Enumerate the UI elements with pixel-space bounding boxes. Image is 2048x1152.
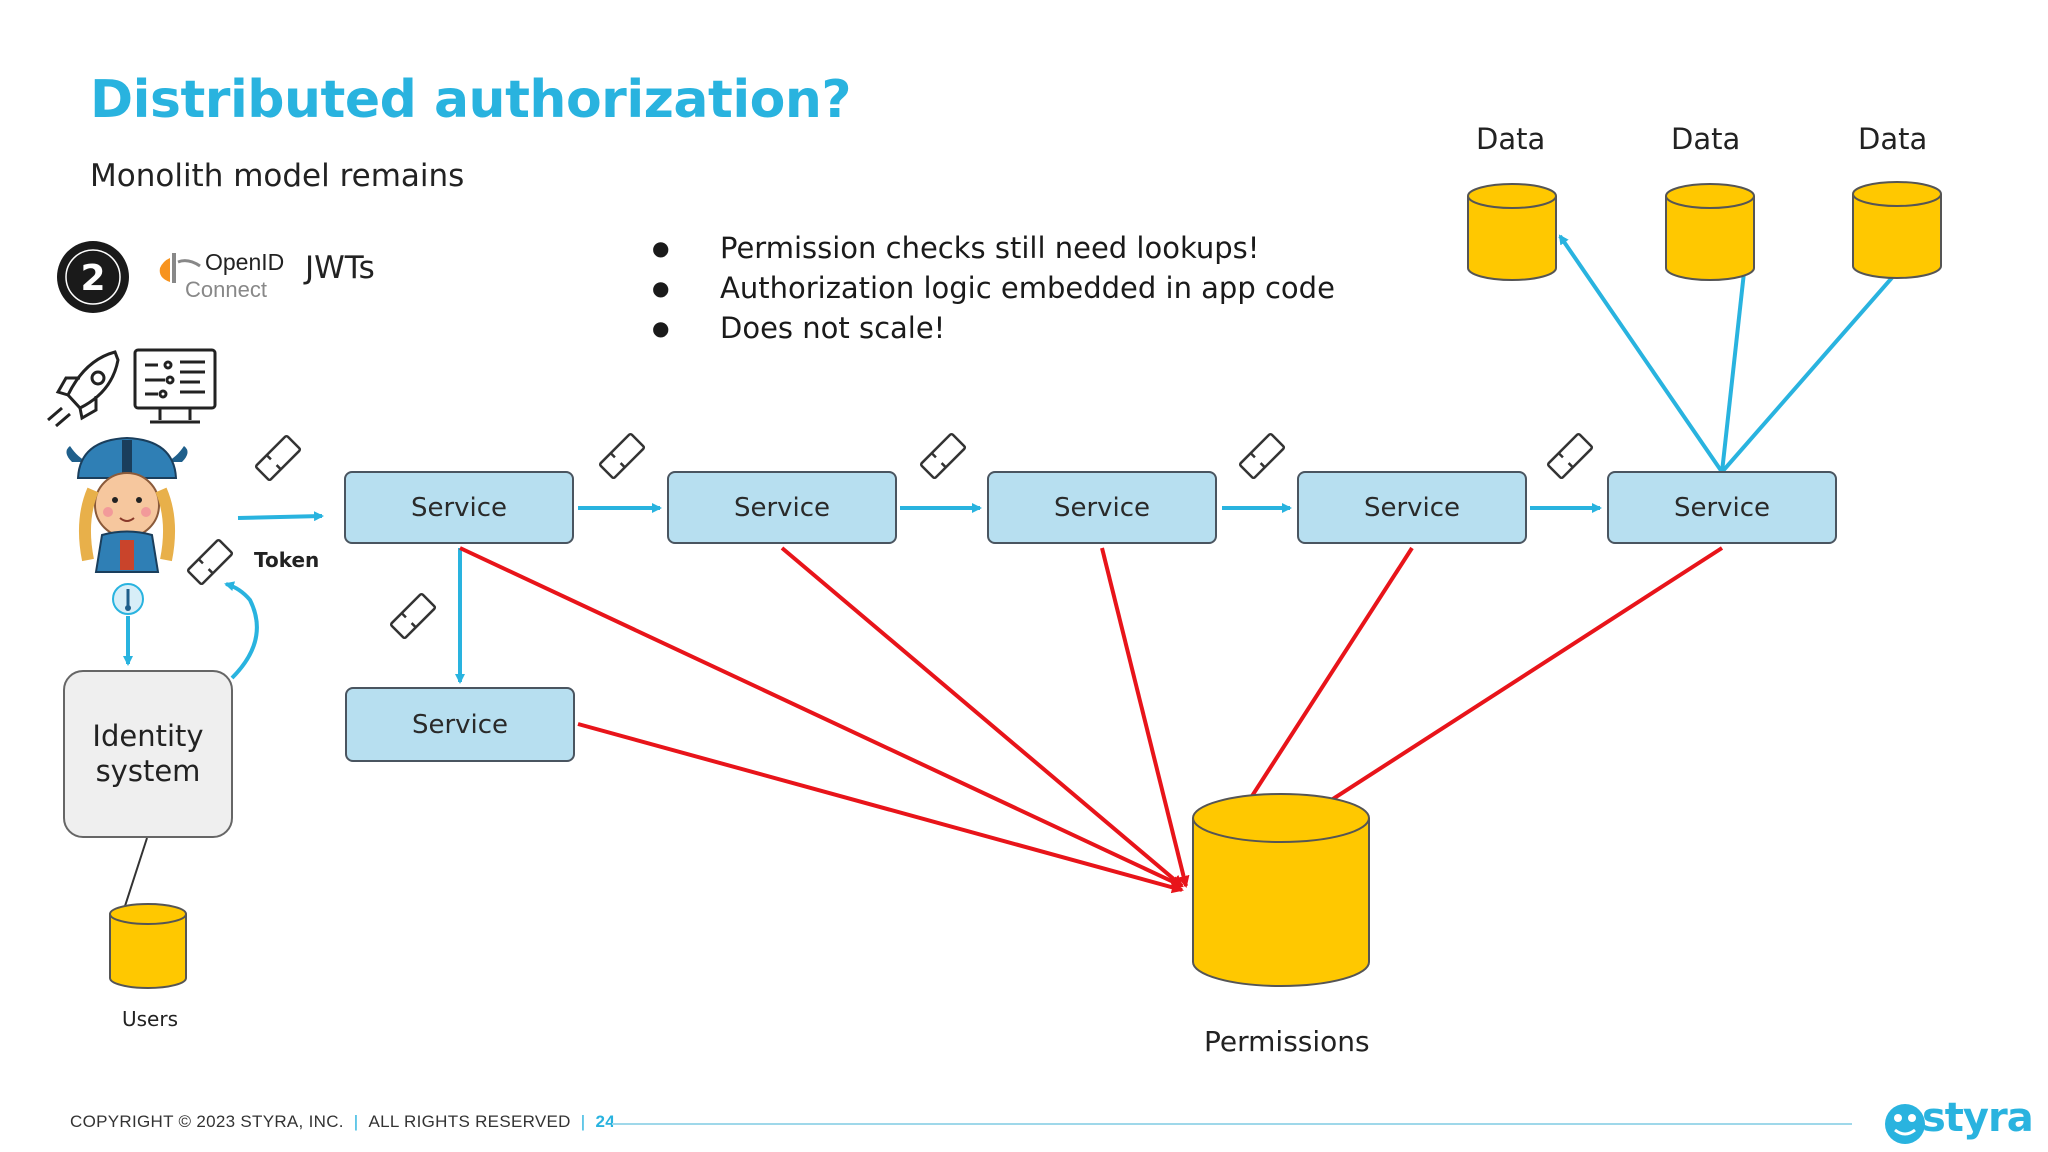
slide-subtitle: Monolith model remains — [90, 158, 465, 194]
key-icon — [112, 583, 144, 615]
service-box: Service — [1297, 471, 1527, 544]
copyright-text: COPYRIGHT © 2023 STYRA, INC. — [70, 1112, 344, 1131]
token-ticket-icon — [254, 434, 302, 482]
data-label: Data — [1858, 122, 1928, 156]
identity-system-label: Identity system — [92, 719, 204, 788]
bullet-list: Permission checks still need lookups! Au… — [650, 228, 1335, 348]
permissions-label: Permissions — [1204, 1025, 1370, 1058]
permissions-database — [1192, 793, 1370, 987]
openid-icon — [159, 253, 201, 283]
page-number: 24 — [595, 1112, 615, 1131]
users-label: Users — [122, 1007, 179, 1031]
data-database — [1665, 183, 1755, 281]
service-box: Service — [667, 471, 897, 544]
service-box: Service — [344, 471, 574, 544]
bullet-item: Permission checks still need lookups! — [650, 228, 1335, 268]
token-ticket-icon — [1546, 432, 1594, 480]
permission-arrows — [459, 546, 1724, 894]
monitor-icon — [133, 348, 217, 424]
viking-mascot-icon — [66, 436, 188, 573]
identity-system-box: Identity system — [63, 670, 233, 838]
data-label: Data — [1671, 122, 1741, 156]
jwts-label: JWTs — [305, 250, 375, 286]
bullet-item: Does not scale! — [650, 308, 1335, 348]
token-ticket-icon — [919, 432, 967, 480]
openid-connect-label: Connect — [185, 277, 267, 302]
data-label: Data — [1476, 122, 1546, 156]
service-box: Service — [1607, 471, 1837, 544]
oauth2-icon: 2 — [57, 241, 129, 313]
bullet-item: Authorization logic embedded in app code — [650, 268, 1335, 308]
footer: COPYRIGHT © 2023 STYRA, INC.|ALL RIGHTS … — [70, 1112, 615, 1131]
token-ticket-icon — [1238, 432, 1286, 480]
service-box: Service — [987, 471, 1217, 544]
token-label: Token — [254, 548, 320, 572]
service-box: Service — [345, 687, 575, 762]
data-database — [1467, 183, 1557, 281]
users-database — [109, 903, 187, 989]
data-database — [1852, 181, 1942, 279]
openid-label: OpenID — [205, 249, 285, 275]
oauth2-number: 2 — [80, 258, 105, 299]
token-ticket-icon — [598, 432, 646, 480]
token-ticket-icon — [186, 538, 234, 586]
rights-text: ALL RIGHTS RESERVED — [368, 1112, 571, 1131]
rocket-icon — [47, 350, 120, 428]
slide-title: Distributed authorization? — [90, 70, 852, 130]
footer-divider — [612, 1123, 1852, 1125]
styra-wordmark: styra — [1922, 1095, 2034, 1141]
token-ticket-icon — [389, 592, 437, 640]
styra-logo-icon — [1885, 1104, 1925, 1144]
